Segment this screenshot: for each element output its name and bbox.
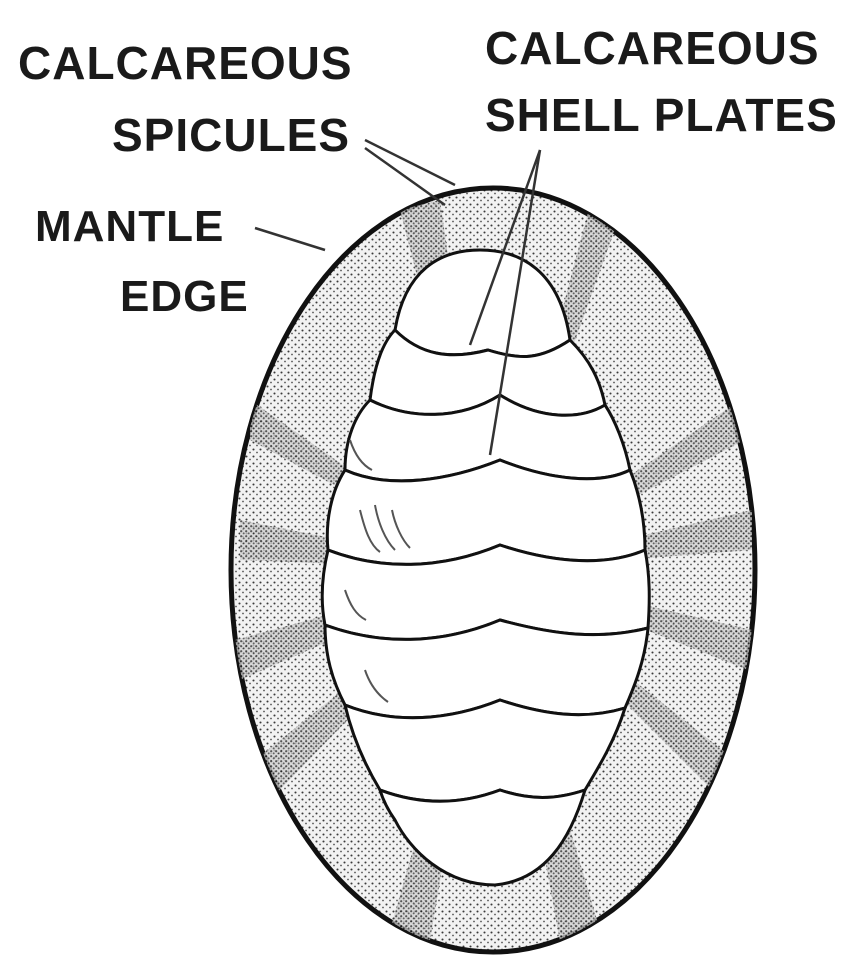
spicules-label-second: SPICULES [112,112,350,158]
spicules-label-line1: CALCAREOUS [18,40,353,86]
shell-plates-label-second: SHELL PLATES [485,92,838,138]
shell-plate-7 [345,700,625,801]
mantle-leader-line [255,228,325,250]
shell-plates-label-line1: CALCAREOUS [485,25,820,71]
shell-plates-label-line2: SHELL PLATES [485,92,838,138]
spicules-label-line2: SPICULES [112,112,350,158]
mantle-edge-label-second: EDGE [120,275,249,319]
mantle-edge-label-line2: EDGE [120,275,249,319]
mantle-edge-label-line1: MANTLE [35,205,224,249]
spicules-label: CALCAREOUS [18,40,353,86]
mantle-edge-label: MANTLE [35,205,224,249]
spicules-leader-line-b [365,148,445,205]
shell-plates-label: CALCAREOUS [485,25,820,71]
spicules-leader-line-a [365,140,455,185]
